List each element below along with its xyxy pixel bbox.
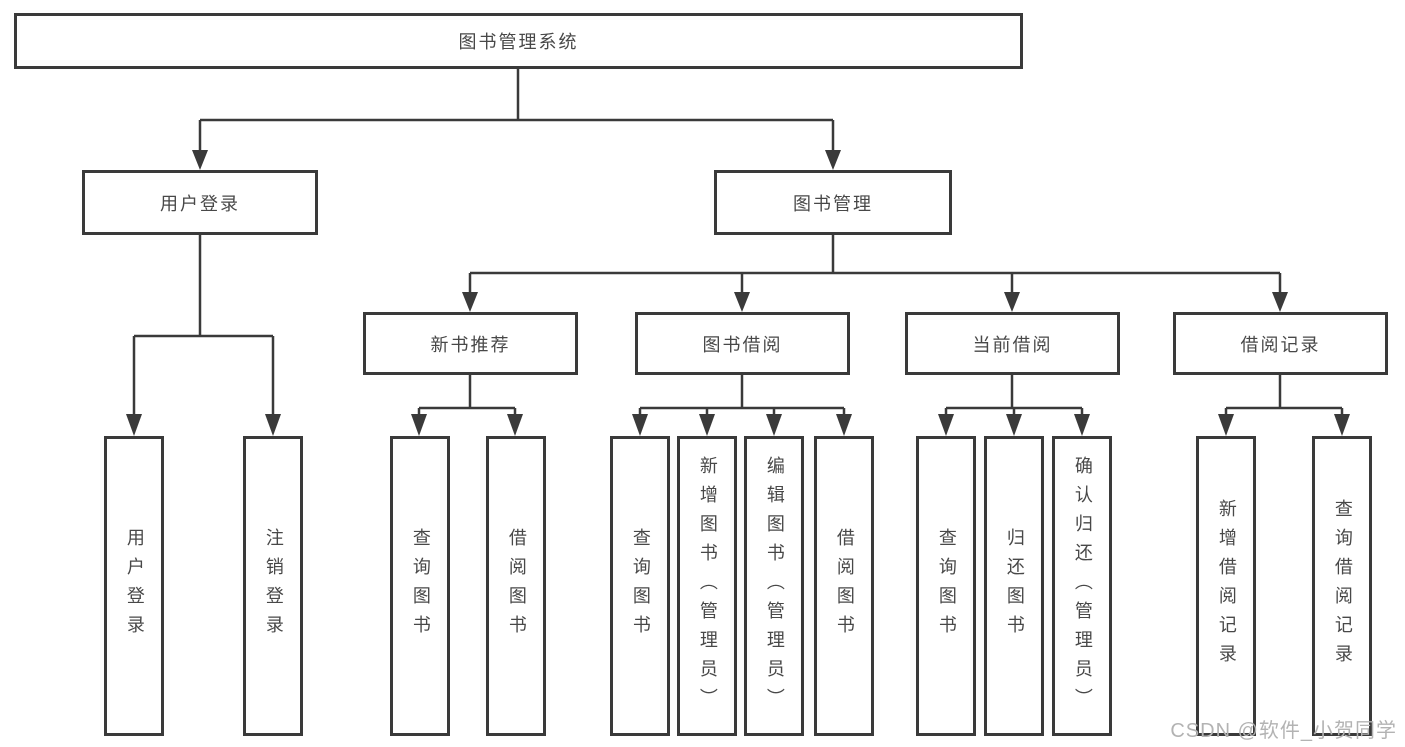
connector-newbook-to-leaves [411, 375, 523, 436]
connector-userlogin-to-leaves [126, 235, 281, 436]
node-current-borrowing: 当前借阅 [905, 312, 1120, 375]
leaf-confirm-return-admin: 确认归还（管理员） [1052, 436, 1112, 736]
leaf-label: 查询图书 [410, 528, 431, 644]
leaf-user-login: 用户登录 [104, 436, 164, 736]
connector-bookmgmt-to-level3 [462, 235, 1288, 312]
leaf-borrow-books-recommend: 借阅图书 [486, 436, 546, 736]
node-book-borrowing: 图书借阅 [635, 312, 850, 375]
connector-root-to-level2 [192, 69, 841, 170]
leaf-label: 归还图书 [1004, 528, 1025, 644]
node-user-login-branch: 用户登录 [82, 170, 318, 235]
leaf-query-books-borrow: 查询图书 [610, 436, 670, 736]
leaf-add-borrow-record: 新增借阅记录 [1196, 436, 1256, 736]
leaf-edit-books-admin: 编辑图书（管理员） [744, 436, 804, 736]
leaf-add-books-admin: 新增图书（管理员） [677, 436, 737, 736]
node-library-management-system: 图书管理系统 [14, 13, 1023, 69]
leaf-label: 查询借阅记录 [1332, 499, 1353, 673]
leaf-return-books: 归还图书 [984, 436, 1044, 736]
connector-borrow-to-leaves [632, 375, 852, 436]
leaf-label: 确认归还（管理员） [1072, 455, 1093, 717]
connector-records-to-leaves [1218, 375, 1350, 436]
csdn-watermark: CSDN @软件_小贺同学 [1170, 720, 1397, 742]
leaf-label: 注销登录 [263, 528, 284, 644]
leaf-label: 新增借阅记录 [1216, 499, 1237, 673]
node-new-book-recommendation: 新书推荐 [363, 312, 578, 375]
leaf-label: 查询图书 [936, 528, 957, 644]
leaf-label: 编辑图书（管理员） [764, 455, 785, 717]
node-book-management-branch: 图书管理 [714, 170, 952, 235]
leaf-query-books-current: 查询图书 [916, 436, 976, 736]
connector-current-to-leaves [938, 375, 1090, 436]
leaf-label: 借阅图书 [506, 528, 527, 644]
leaf-label: 借阅图书 [834, 528, 855, 644]
node-borrowing-records: 借阅记录 [1173, 312, 1388, 375]
leaf-borrow-books: 借阅图书 [814, 436, 874, 736]
leaf-logout: 注销登录 [243, 436, 303, 736]
leaf-label: 用户登录 [124, 528, 145, 644]
leaf-query-books-recommend: 查询图书 [390, 436, 450, 736]
leaf-label: 查询图书 [630, 528, 651, 644]
leaf-label: 新增图书（管理员） [697, 455, 718, 717]
leaf-query-borrow-record: 查询借阅记录 [1312, 436, 1372, 736]
